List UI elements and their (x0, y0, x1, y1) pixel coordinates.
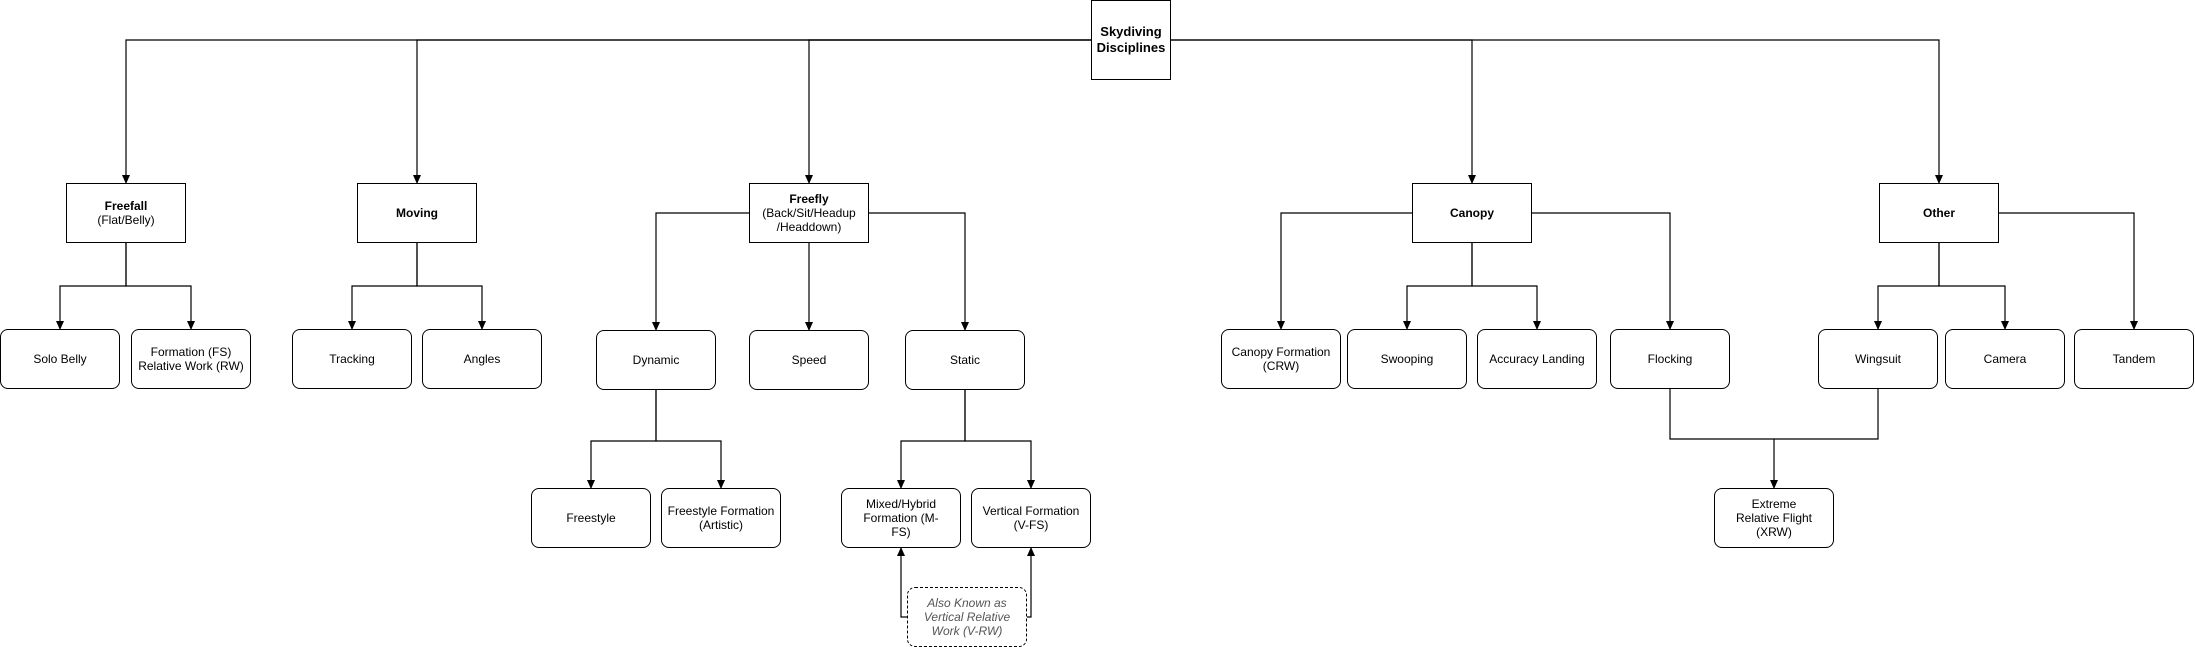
edge-freefly-static (869, 212, 969, 331)
freefly-subtitle: (Back/Sit/Headup /Headdown) (762, 206, 856, 234)
tandem-label: Tandem (2112, 352, 2156, 366)
solo-belly-label: Solo Belly (33, 352, 87, 366)
edge-freefall-formation (125, 243, 195, 330)
leaf-tandem: Tandem (2074, 329, 2194, 389)
leaf-canopy-formation: Canopy Formation (CRW) (1221, 329, 1341, 389)
leaf-freestyle-formation: Freestyle Formation (Artistic) (661, 488, 781, 548)
accuracy-landing-label: Accuracy Landing (1489, 352, 1585, 366)
xrw-label: Extreme Relative Flight (XRW) (1735, 497, 1813, 539)
note-v-rw: Also Known as Vertical Relative Work (V-… (907, 587, 1027, 647)
leaf-formation-fs: Formation (FS) Relative Work (RW) (131, 329, 251, 389)
edge-note-vertical (1027, 547, 1035, 618)
root-node: Skydiving Disciplines (1091, 0, 1171, 80)
formation-fs-label: Formation (FS) Relative Work (RW) (138, 345, 244, 373)
freefall-title: Freefall (104, 199, 148, 213)
leaf-tracking: Tracking (292, 329, 412, 389)
leaf-xrw: Extreme Relative Flight (XRW) (1714, 488, 1834, 548)
leaf-mixed-hybrid: Mixed/Hybrid Formation (M-FS) (841, 488, 961, 548)
edge-other-camera (1938, 243, 2009, 330)
edge-root-moving (413, 39, 1091, 184)
leaf-wingsuit: Wingsuit (1818, 329, 1938, 389)
category-other: Other (1879, 183, 1999, 243)
leaf-freestyle: Freestyle (531, 488, 651, 548)
leaf-solo-belly: Solo Belly (0, 329, 120, 389)
edge-root-freefly (805, 39, 1091, 184)
root-title: Skydiving Disciplines (1096, 24, 1166, 55)
other-title: Other (1922, 206, 1955, 220)
swooping-label: Swooping (1380, 352, 1434, 366)
canopy-formation-label: Canopy Formation (CRW) (1231, 345, 1331, 373)
edge-wingsuit-xrw (1774, 389, 1879, 440)
leaf-static: Static (905, 330, 1025, 390)
static-label: Static (949, 353, 980, 367)
edge-freefall-solo-belly (56, 243, 127, 330)
leaf-accuracy-landing: Accuracy Landing (1477, 329, 1597, 389)
category-moving: Moving (357, 183, 477, 243)
leaf-angles: Angles (422, 329, 542, 389)
dynamic-label: Dynamic (632, 353, 680, 367)
leaf-flocking: Flocking (1610, 329, 1730, 389)
edge-moving-angles (416, 243, 486, 330)
mixed-hybrid-label: Mixed/Hybrid Formation (M-FS) (863, 497, 939, 539)
edge-canopy-accuracy (1471, 243, 1541, 330)
freestyle-formation-label: Freestyle Formation (Artistic) (667, 504, 775, 532)
note-label: Also Known as Vertical Relative Work (V-… (923, 596, 1011, 638)
camera-label: Camera (1983, 352, 2027, 366)
category-freefall: Freefall (Flat/Belly) (66, 183, 186, 243)
speed-label: Speed (791, 353, 827, 367)
edge-canopy-flocking (1532, 212, 1674, 330)
flocking-label: Flocking (1647, 352, 1693, 366)
moving-title: Moving (396, 206, 438, 220)
edge-canopy-formation (1277, 212, 1412, 330)
vertical-formation-label: Vertical Formation (V-FS) (982, 504, 1080, 532)
angles-label: Angles (463, 352, 501, 366)
leaf-dynamic: Dynamic (596, 330, 716, 390)
edge-root-freefall (122, 39, 1091, 184)
edge-dynamic-freestyle-formation (655, 390, 725, 489)
edge-moving-tracking (348, 243, 418, 330)
freefly-title: Freefly (789, 192, 829, 206)
edge-canopy-swooping (1403, 243, 1473, 330)
canopy-title: Canopy (1449, 206, 1494, 220)
tracking-label: Tracking (329, 352, 375, 366)
edge-static-vertical (964, 390, 1035, 489)
edge-static-mixed (897, 390, 966, 489)
category-canopy: Canopy (1412, 183, 1532, 243)
leaf-vertical-formation: Vertical Formation (V-FS) (971, 488, 1091, 548)
freestyle-label: Freestyle (566, 511, 616, 525)
leaf-swooping: Swooping (1347, 329, 1467, 389)
edge-other-wingsuit (1874, 243, 1940, 330)
edge-root-other (1171, 39, 1943, 184)
edge-root-canopy (1171, 39, 1476, 184)
edge-dynamic-freestyle (587, 390, 657, 489)
leaf-camera: Camera (1945, 329, 2065, 389)
wingsuit-label: Wingsuit (1854, 352, 1901, 366)
edge-freefly-dynamic (652, 212, 749, 331)
category-freefly: Freefly (Back/Sit/Headup /Headdown) (749, 183, 869, 243)
edge-flocking-xrw (1669, 389, 1778, 489)
freefall-subtitle: (Flat/Belly) (97, 213, 155, 227)
edge-other-tandem (1999, 212, 2138, 330)
leaf-speed: Speed (749, 330, 869, 390)
